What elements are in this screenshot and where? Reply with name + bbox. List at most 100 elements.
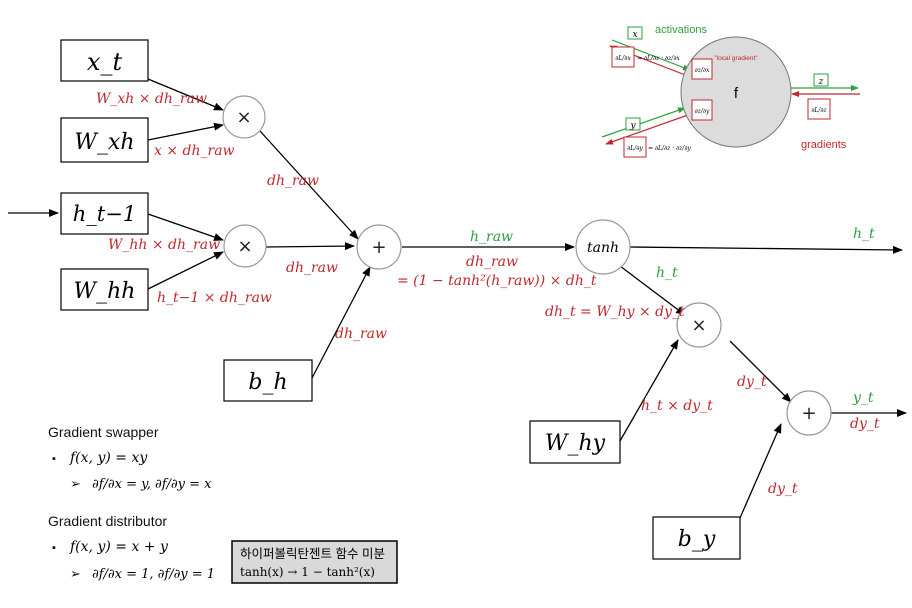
inset-z-box <box>813 73 829 87</box>
node-mul1: × <box>222 95 266 139</box>
inset-arrow-y-forward <box>601 107 686 138</box>
inset-local-gradient-label: "local gradient" <box>714 55 758 62</box>
edge-mul1-add1 <box>259 130 359 240</box>
box-by-label: b_y <box>678 527 716 552</box>
box-wxh: W_xh <box>60 117 149 163</box>
inset-x-label: x <box>632 30 637 40</box>
node-add2: + <box>786 390 832 436</box>
inset-activations-label: activations <box>655 24 707 36</box>
box-why-label: W_hy <box>545 431 606 456</box>
edge-whh-mul2 <box>147 251 224 290</box>
edge-labels: W_xh × dh_raw x × dh_raw dh_raw W_hh × d… <box>96 91 880 497</box>
edge-by-add2 <box>739 423 782 519</box>
inset-gradients-label: gradients <box>801 139 847 151</box>
label-ht-dyt: h_t × dy_t <box>641 398 713 414</box>
box-by: b_y <box>652 516 741 560</box>
inset-dzdx-label: ∂z/∂x <box>695 67 710 74</box>
inset-node-f: f <box>734 85 739 102</box>
label-tanh-derivative: = (1 − tanh²(h_raw)) × dh_t <box>397 273 597 289</box>
inset-arrow-y-backward <box>605 114 689 145</box>
label-dyt-2: dy_t <box>768 481 798 497</box>
inset-y-box <box>625 117 641 131</box>
edge-bh-add1 <box>311 266 371 379</box>
label-dyt-output: dy_t <box>850 416 880 432</box>
inset-dzdy-label: ∂z/∂y <box>695 108 710 115</box>
label-hraw: h_raw <box>470 229 513 245</box>
label-yt: y_t <box>852 390 874 406</box>
node-add1: + <box>356 224 402 270</box>
edge-xt-mul1 <box>147 78 224 111</box>
inset-arrow-x-forward <box>611 39 691 71</box>
inset-dldx-box <box>611 46 635 68</box>
tanh-derivative-callout: 하이퍼볼릭탄젠트 함수 미분 tanh(x) → 1 − tanh²(x) <box>231 540 398 584</box>
inset-chain-x: = ∂L/∂z · ∂z/∂x <box>637 55 680 62</box>
box-wxh-label: W_xh <box>74 130 134 155</box>
inset-x-box <box>627 26 643 40</box>
distributor-arrow: ➢ <box>70 566 81 581</box>
node-mul2: × <box>223 224 267 268</box>
node-mul2-symbol: × <box>237 236 252 257</box>
edge-mul2-add1 <box>265 242 355 251</box>
gradient-distributor-title: Gradient distributor <box>48 513 167 529</box>
box-why: W_hy <box>529 420 621 464</box>
label-ht-output: h_t <box>853 226 875 242</box>
node-mul3: × <box>676 302 722 348</box>
label-wxh-dhraw: W_xh × dh_raw <box>96 91 207 107</box>
local-gradient-inset: activations gradients "local gradient" f… <box>601 24 860 158</box>
inset-dldz-label: ∂L/∂z <box>811 107 827 114</box>
label-dyt-1: dy_t <box>737 374 767 390</box>
swapper-function: f(x, y) = xy <box>69 450 148 466</box>
inset-y-label: y <box>629 121 636 131</box>
swapper-arrow: ➢ <box>70 476 81 491</box>
label-htm1-dhraw: h_t−1 × dh_raw <box>157 290 272 306</box>
callout-box <box>231 540 398 584</box>
edge-htm1-mul2 <box>147 213 224 241</box>
edge-tanh-ht <box>629 245 903 254</box>
box-whh-label: W_hh <box>74 279 136 304</box>
box-whh: W_hh <box>60 268 149 311</box>
distributor-derivatives: ∂f/∂x = 1, ∂f/∂y = 1 <box>92 567 215 582</box>
callout-formula: tanh(x) → 1 − tanh²(x) <box>240 565 375 579</box>
node-mul1-symbol: × <box>236 107 251 128</box>
label-dhraw-1: dh_raw <box>267 173 319 189</box>
edge-why-mul3 <box>619 339 679 442</box>
callout-title: 하이퍼볼릭탄젠트 함수 미분 <box>240 547 385 561</box>
swapper-derivatives: ∂f/∂x = y, ∂f/∂y = x <box>92 477 212 492</box>
inset-dldy-label: ∂L/∂y <box>627 145 643 152</box>
inset-z-label: z <box>818 77 824 87</box>
edge-tanh-mul3 <box>619 265 686 316</box>
box-htm1-label: h_t−1 <box>73 202 136 226</box>
node-mul3-symbol: × <box>691 315 706 336</box>
gradient-swapper-title: Gradient swapper <box>48 424 159 440</box>
node-tanh: tanh <box>575 219 631 275</box>
swapper-bullet: ▪ <box>52 453 56 465</box>
distributor-bullet: ▪ <box>52 542 56 554</box>
label-dhraw-2: dh_raw <box>286 260 338 276</box>
inset-dldx-label: ∂L/∂x <box>615 55 631 62</box>
label-dhraw-4: dh_raw <box>466 254 518 270</box>
node-add1-symbol: + <box>371 237 386 258</box>
inset-dzdx-box <box>691 58 713 80</box>
gradient-notes: Gradient swapper ▪ f(x, y) = xy ➢ ∂f/∂x … <box>48 424 215 582</box>
edge-wxh-mul1 <box>147 122 224 141</box>
inset-chain-y: = ∂L/∂z · ∂z/∂y <box>648 145 691 152</box>
inset-dzdy-box <box>691 99 713 121</box>
box-xt-label: x_t <box>87 48 123 76</box>
box-xt: x_t <box>60 39 149 82</box>
label-dht-equation: dh_t = W_hy × dy_t <box>545 304 685 320</box>
box-bh-label: b_h <box>248 370 287 395</box>
label-ht-branch: h_t <box>656 265 678 281</box>
inset-dldz-box <box>807 98 831 120</box>
label-whh-dhraw: W_hh × dh_raw <box>108 237 220 253</box>
box-bh: b_h <box>223 359 313 402</box>
edge-mul3-add2 <box>729 340 792 403</box>
node-add2-symbol: + <box>801 403 816 424</box>
label-x-dhraw: x × dh_raw <box>154 143 235 159</box>
edges <box>8 78 907 519</box>
node-tanh-symbol: tanh <box>587 240 619 256</box>
label-dhraw-3: dh_raw <box>335 326 387 342</box>
inset-dldy-box <box>623 136 647 158</box>
box-htm1: h_t−1 <box>60 192 149 235</box>
distributor-function: f(x, y) = x + y <box>69 539 169 555</box>
